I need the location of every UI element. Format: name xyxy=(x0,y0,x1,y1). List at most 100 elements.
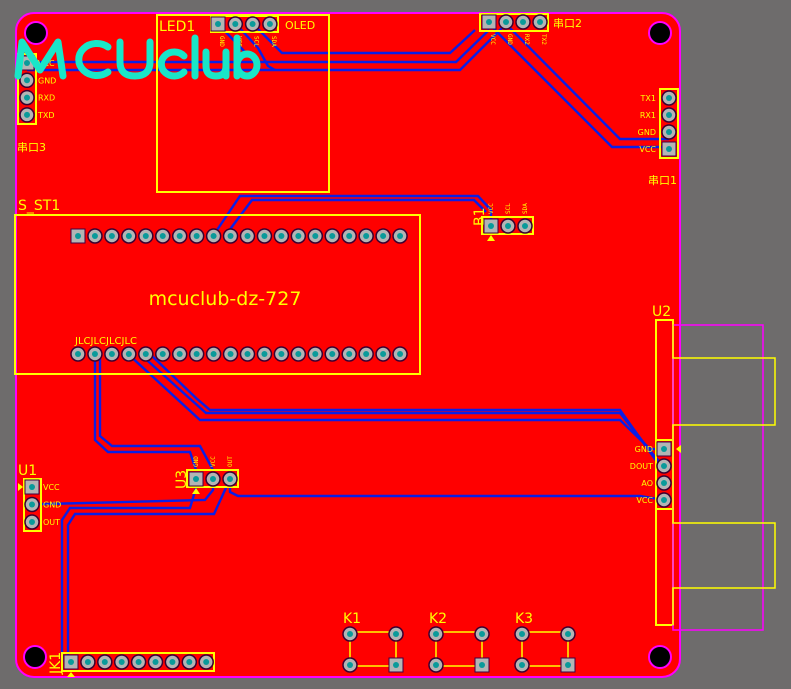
module-pin[interactable] xyxy=(222,346,239,362)
pin-label: GND xyxy=(218,36,225,47)
led-label: OLED xyxy=(285,19,315,32)
module-pin[interactable] xyxy=(290,228,307,244)
uart1-pin[interactable] xyxy=(661,124,677,140)
pin-label: SDA xyxy=(270,36,277,47)
module-pin[interactable] xyxy=(188,346,205,362)
uart1-header xyxy=(659,88,679,159)
module-pin[interactable] xyxy=(70,346,86,362)
jk1-pin[interactable] xyxy=(164,654,181,670)
module-pin[interactable] xyxy=(307,228,324,244)
module-pin[interactable] xyxy=(341,228,357,244)
module-pin[interactable] xyxy=(104,228,120,244)
key-pad[interactable] xyxy=(428,657,444,673)
module-pin[interactable] xyxy=(341,346,357,362)
key-pad[interactable] xyxy=(342,626,358,642)
u1-pin[interactable] xyxy=(24,514,40,530)
jk1-pin[interactable] xyxy=(181,654,198,670)
module-pin[interactable] xyxy=(222,228,239,244)
module-pin[interactable] xyxy=(273,228,290,244)
module-pin[interactable] xyxy=(138,228,154,244)
u2-pin[interactable] xyxy=(656,475,672,491)
module-pin[interactable] xyxy=(155,346,171,362)
key-pad[interactable] xyxy=(388,657,404,673)
u3-pin[interactable] xyxy=(222,471,238,487)
module-pin[interactable] xyxy=(205,346,222,362)
module-pin[interactable] xyxy=(392,228,408,244)
jk1-designator: JK1 xyxy=(48,652,64,675)
module-pin[interactable] xyxy=(256,346,273,362)
module-pin[interactable] xyxy=(171,346,188,362)
module-pin[interactable] xyxy=(392,346,408,362)
led-pin[interactable] xyxy=(210,16,226,32)
module-pin[interactable] xyxy=(205,228,222,244)
jk1-pin[interactable] xyxy=(80,654,96,670)
u1-pin[interactable] xyxy=(24,496,40,513)
module-pin[interactable] xyxy=(375,228,391,244)
b1-pin[interactable] xyxy=(483,218,499,234)
module-pin[interactable] xyxy=(239,228,256,244)
u3-pin[interactable] xyxy=(205,471,221,487)
module-pin[interactable] xyxy=(87,346,103,362)
module-pin[interactable] xyxy=(324,346,340,362)
uart3-pin[interactable] xyxy=(19,72,35,89)
module-pin[interactable] xyxy=(273,346,290,362)
key-pad[interactable] xyxy=(560,657,576,673)
module-pin[interactable] xyxy=(188,228,205,244)
jk1-pin[interactable] xyxy=(147,654,164,670)
key-switch[interactable]: K1 xyxy=(342,611,404,673)
module-pin[interactable] xyxy=(256,228,273,244)
module-pin[interactable] xyxy=(307,346,324,362)
jk1-pin[interactable] xyxy=(97,654,113,670)
uart2-pin[interactable] xyxy=(515,14,531,30)
jk1-pin[interactable] xyxy=(63,654,79,670)
key-pad[interactable] xyxy=(474,657,490,673)
jk1-pin[interactable] xyxy=(130,654,147,670)
u2-pin[interactable] xyxy=(656,441,672,457)
key-switch[interactable]: K2 xyxy=(428,611,490,673)
module-pin[interactable] xyxy=(358,346,374,362)
key-pad[interactable] xyxy=(428,626,444,642)
uart2-designator: 串口2 xyxy=(553,17,582,30)
key-pad[interactable] xyxy=(388,626,404,642)
uart1-pin-label: TX1 xyxy=(640,94,656,103)
module-pin[interactable] xyxy=(104,346,120,362)
key-pad[interactable] xyxy=(342,657,358,673)
u2-pin[interactable] xyxy=(656,458,672,474)
uart3-pin[interactable] xyxy=(19,107,35,123)
module-pin[interactable] xyxy=(121,228,137,244)
module-pin[interactable] xyxy=(155,228,171,244)
uart2-pin[interactable] xyxy=(532,14,548,30)
uart2-pin[interactable] xyxy=(498,14,514,30)
key-pad[interactable] xyxy=(474,626,490,642)
u1-pin[interactable] xyxy=(24,479,40,495)
module-pin[interactable] xyxy=(324,228,340,244)
jk1-pin[interactable] xyxy=(113,654,130,670)
uart1-pin[interactable] xyxy=(661,141,677,157)
uart3-pin[interactable] xyxy=(19,89,35,106)
key-switch[interactable]: K3 xyxy=(514,611,576,673)
module-pin[interactable] xyxy=(70,228,86,244)
led-pin[interactable] xyxy=(244,16,261,32)
uart1-pin[interactable] xyxy=(661,107,677,123)
u3-pin[interactable] xyxy=(188,471,204,487)
module-pin[interactable] xyxy=(87,228,103,244)
led-pin[interactable] xyxy=(227,16,244,32)
module-pin[interactable] xyxy=(290,346,307,362)
module-pin[interactable] xyxy=(358,228,374,244)
key-pad[interactable] xyxy=(514,657,530,673)
module-pin[interactable] xyxy=(121,346,137,362)
led-pin[interactable] xyxy=(262,16,278,32)
key-pad[interactable] xyxy=(560,626,576,642)
uart2-pin[interactable] xyxy=(481,14,497,30)
module-pin[interactable] xyxy=(138,346,154,362)
b1-pin[interactable] xyxy=(517,218,533,234)
key-pad[interactable] xyxy=(514,626,530,642)
module-pin[interactable] xyxy=(375,346,391,362)
u2-pin[interactable] xyxy=(656,492,672,508)
module-pin[interactable] xyxy=(171,228,188,244)
uart1-pin[interactable] xyxy=(661,90,677,106)
b1-pin[interactable] xyxy=(500,218,516,234)
jk1-pin[interactable] xyxy=(198,654,214,670)
module-pin[interactable] xyxy=(239,346,256,362)
